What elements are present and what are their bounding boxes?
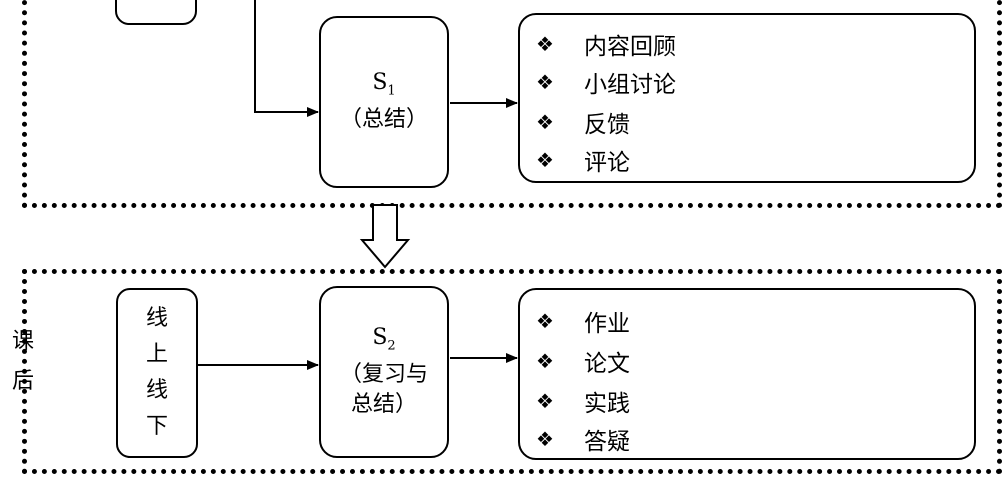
diamond-bullet-icon: ❖: [536, 70, 554, 94]
step-s1-label: S1: [372, 69, 396, 99]
upper-phase-frame: [22, 0, 1002, 208]
list-item: ❖ 实践: [520, 384, 630, 418]
step-s2-box: S2 （复习与 总结）: [319, 286, 449, 458]
phase-transition-arrow: [359, 204, 411, 269]
list-item: ❖ 答疑: [520, 422, 630, 456]
upper-feed-line: [254, 0, 319, 117]
diamond-bullet-icon: ❖: [536, 110, 554, 134]
diamond-bullet-icon: ❖: [536, 32, 554, 56]
step-s1-box: S1 （总结）: [319, 16, 449, 188]
diamond-bullet-icon: ❖: [536, 349, 554, 373]
diamond-bullet-icon: ❖: [536, 309, 554, 333]
step-s2-desc-line1: （复习与: [339, 362, 428, 388]
list-item: ❖ 论文: [520, 344, 630, 378]
diamond-bullet-icon: ❖: [536, 148, 554, 172]
lower-phase-frame: [22, 269, 1002, 474]
lower-activity-list: ❖ 作业 ❖ 论文 ❖ 实践 ❖ 答疑: [518, 288, 976, 460]
diamond-bullet-icon: ❖: [536, 389, 554, 413]
online-offline-box: 线 上 线 下: [116, 288, 198, 458]
step-s1-desc: （总结）: [339, 107, 428, 133]
list-item: ❖ 评论: [520, 143, 630, 177]
step-s2-label: S2: [372, 324, 396, 354]
upper-activity-list: ❖ 内容回顾 ❖ 小组讨论 ❖ 反馈 ❖ 评论: [518, 13, 976, 183]
diamond-bullet-icon: ❖: [536, 427, 554, 451]
list-item: ❖ 小组讨论: [520, 65, 676, 99]
phase-label-after-class: 课 后: [11, 329, 34, 394]
list-item: ❖ 反馈: [520, 105, 630, 139]
list-item: ❖ 内容回顾: [520, 27, 676, 61]
list-item: ❖ 作业: [520, 304, 630, 338]
upper-source-box: [115, 0, 197, 25]
step-s2-desc-line2: 总结）: [350, 392, 417, 418]
